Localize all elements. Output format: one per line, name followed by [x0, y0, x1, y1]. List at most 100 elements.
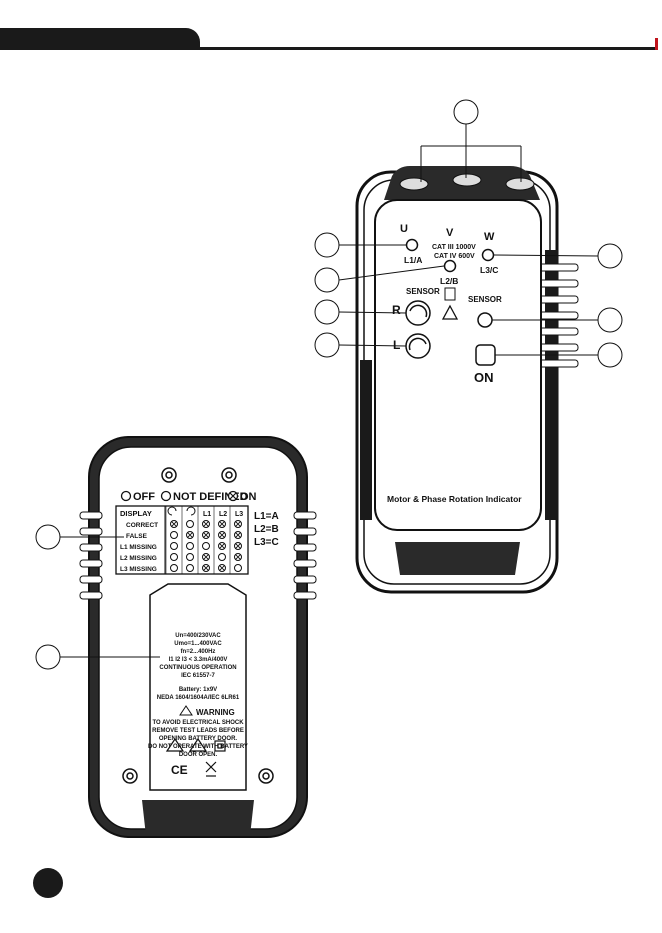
table-header-display: DISPLAY: [120, 509, 152, 518]
on-label: ON: [474, 370, 494, 385]
spec-line-1: Un=400/230VAC: [175, 633, 221, 639]
clockwise-arrow-icon: [409, 304, 428, 318]
table-cells: [165, 506, 242, 574]
legend-off-icon: [120, 490, 132, 502]
safety-symbols: [165, 737, 226, 777]
table-cell-on-mark: [235, 532, 241, 538]
row-label-correct: CORRECT: [126, 522, 158, 529]
spec-text: Un=400/230VAC Umo=1...400VAC fn=2...400H…: [157, 633, 240, 701]
header-bar: [0, 28, 200, 50]
table-cell-off: [202, 542, 210, 550]
row-label-l2-missing: L2 MISSING: [120, 555, 157, 562]
warning-small-icon: [179, 705, 193, 716]
spec-line-5: CONTINUOUS OPERATION: [159, 665, 236, 671]
table-cell-off: [186, 520, 194, 528]
display-legend: OFF NOT DEFINED ON: [120, 490, 257, 503]
double-insulation-icon: [444, 287, 456, 301]
legend-on: ON: [240, 491, 257, 503]
table-cell-off: [234, 564, 242, 572]
table-cell-on-mark: [235, 554, 241, 560]
led-l3: [481, 248, 495, 262]
back-bottom-foot: [142, 800, 254, 836]
front-left-grip: [360, 360, 372, 520]
front-face-panel: [374, 199, 542, 531]
spec-line-2: Umo=1...400VAC: [174, 641, 222, 647]
cat-rating-2: CAT IV 600V: [434, 253, 475, 260]
table-cell-on-mark: [203, 565, 209, 571]
label-l: L: [393, 338, 400, 352]
table-cell-on-mark: [203, 521, 209, 527]
probe-socket-left: [399, 177, 429, 191]
table-cell-on-mark: [171, 521, 177, 527]
front-bottom-foot: [395, 542, 520, 575]
table-cell-off: [186, 553, 194, 561]
table-cell-off: [170, 531, 178, 539]
table-cell-off: [218, 553, 226, 561]
header-accent: [655, 38, 658, 50]
mapping-l3: L3=C: [254, 537, 279, 548]
row-label-false: FALSE: [126, 533, 148, 540]
spec-line-6: IEC 61557-7: [181, 673, 215, 679]
legend-not-defined-icon: [160, 490, 172, 502]
page-number-badge: [33, 868, 63, 898]
sensor-right-led: [477, 312, 493, 328]
led-l2: [443, 259, 457, 273]
counterclockwise-arrow-icon: [408, 337, 427, 351]
table-cell-on-mark: [235, 543, 241, 549]
cat-rating-1: CAT III 1000V: [432, 244, 476, 251]
col-header-l1: L1: [203, 511, 211, 518]
probe-socket-right: [505, 177, 535, 191]
col-header-counterclockwise-icon: [186, 506, 196, 516]
hazard-triangle-icon: [165, 737, 185, 752]
product-name: Motor & Phase Rotation Indicator: [387, 494, 522, 504]
table-cell-off: [170, 553, 178, 561]
table-cell-on-mark: [219, 532, 225, 538]
label-r: R: [392, 303, 401, 317]
col-header-l3: L3: [235, 511, 243, 518]
warning-triangle-icon: [441, 304, 459, 320]
spec-line-4: l1 l2 l3 < 3.3mA/400V: [169, 657, 228, 663]
mapping-l1: L1=A: [254, 511, 279, 522]
warning-title: WARNING: [196, 708, 235, 717]
table-cell-on-mark: [203, 554, 209, 560]
display-table: DISPLAY L1 L2 L3 CORRECT FALSE L1 MISSIN…: [115, 505, 249, 575]
table-cell-on-mark: [219, 543, 225, 549]
table-cell-off: [170, 542, 178, 550]
probe-socket-middle: [452, 173, 482, 187]
label-w: W: [484, 231, 495, 243]
warning-line-2: REMOVE TEST LEADS BEFORE: [152, 728, 244, 734]
table-cell-on-mark: [203, 532, 209, 538]
back-device: OFF NOT DEFINED ON DISPLAY L1 L2 L3 CORR…: [35, 436, 317, 838]
front-vents: [531, 263, 579, 368]
battery-door: [149, 583, 247, 791]
table-cell-on-mark: [219, 565, 225, 571]
header-rule: [195, 47, 655, 50]
power-on-button[interactable]: [475, 344, 496, 366]
battery-line-2: NEDA 1604/1604A/IEC 6LR61: [157, 695, 240, 701]
ce-mark: CE: [171, 763, 188, 777]
sensor-left-label: SENSOR: [406, 287, 440, 296]
double-insulation-square-icon: [214, 740, 226, 752]
caution-triangle-icon: [188, 737, 208, 752]
warning-line-4: DO NOT OPERATE WITH BATTERY: [148, 744, 248, 750]
weee-bin-icon: [205, 761, 217, 773]
col-header-clockwise-icon: [167, 506, 177, 516]
table-cell-on-mark: [235, 521, 241, 527]
front-device: U V W L1/A L2/B L3/C CAT III 1000V CAT I…: [314, 99, 623, 594]
label-v: V: [446, 227, 454, 239]
row-label-l1-missing: L1 MISSING: [120, 544, 157, 551]
table-cell-off: [170, 564, 178, 572]
mapping-l2: L2=B: [254, 524, 279, 535]
col-header-l2: L2: [219, 511, 227, 518]
label-l2: L2/B: [440, 276, 458, 286]
warning-line-5: DOOR OPEN.: [179, 752, 218, 758]
legend-off: OFF: [133, 491, 155, 503]
label-l3: L3/C: [480, 265, 498, 275]
led-l1: [405, 238, 419, 252]
back-vents: [79, 511, 317, 600]
table-cell-on-mark: [219, 521, 225, 527]
table-cell-on-mark: [187, 532, 193, 538]
label-u: U: [400, 223, 408, 235]
battery-line-1: Battery: 1x9V: [179, 687, 217, 693]
